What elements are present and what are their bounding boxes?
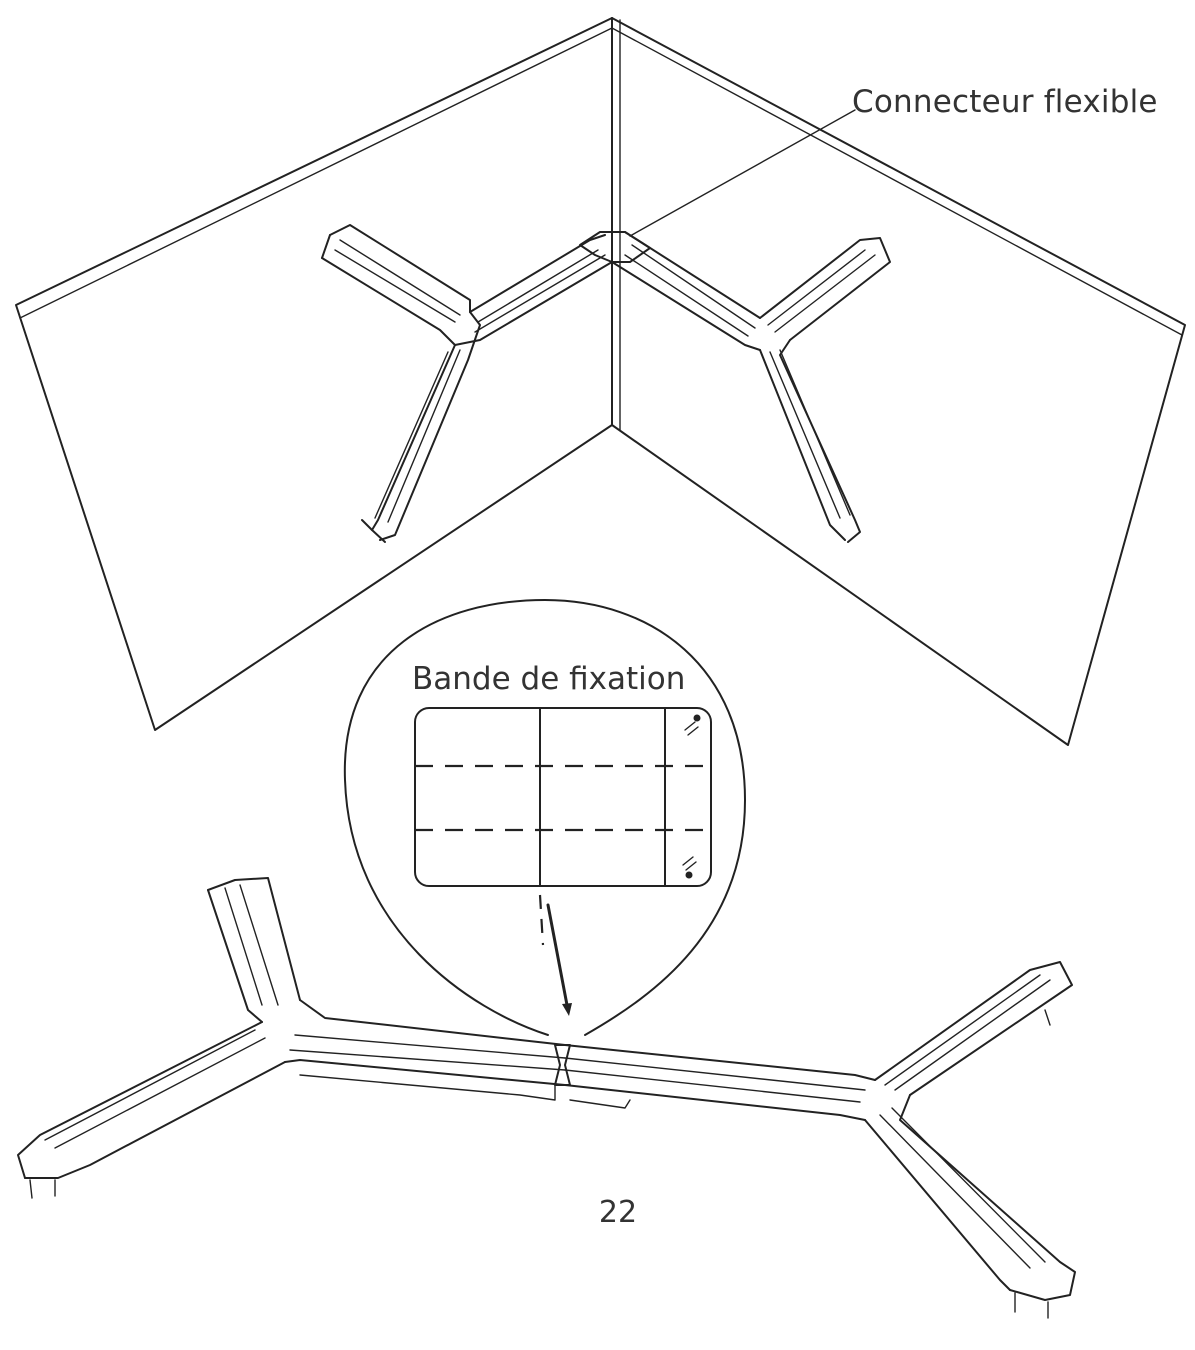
corner-walls [15,17,1186,746]
flexible-connector-label: Connecteur flexible [852,84,1158,120]
fixing-strip-label: Bande de fixation [410,661,688,697]
connector-leader-line [629,109,856,237]
magnifier-callout [343,599,746,1036]
page-number: 22 [598,1195,638,1230]
corner-installed-rail [321,224,891,543]
detached-rail [17,877,1076,1319]
